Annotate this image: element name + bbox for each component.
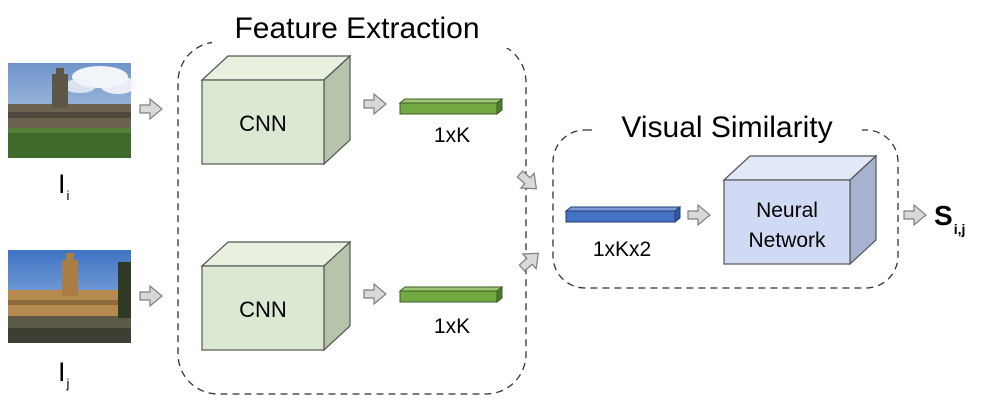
arrow-image-j-to-cnn [139, 285, 163, 307]
visual-similarity-box [552, 129, 899, 289]
arrow-concat-to-nn [687, 204, 711, 226]
neural-network-label-line1: Neural [756, 199, 818, 222]
feature-vector-top-label: 1xK [434, 124, 470, 147]
concat-vector-label: 1xKx2 [593, 238, 651, 261]
arrow-cnn-top-to-vector [363, 93, 387, 115]
cnn-block-top: CNN [200, 54, 352, 166]
image-i-label: Ii [58, 169, 70, 203]
visual-similarity-title: Visual Similarity [621, 111, 832, 144]
concat-vector [564, 205, 682, 224]
neural-network-block: Neural Network [722, 154, 878, 266]
feature-extraction-title: Feature Extraction [234, 12, 479, 45]
arrow-bottom-vector-to-concat [514, 245, 546, 277]
arrow-nn-to-output [903, 204, 927, 226]
feature-vector-bottom-label: 1xK [434, 315, 470, 338]
feature-vector-top [398, 97, 504, 116]
neural-network-label-line2: Network [748, 229, 826, 252]
arrow-cnn-bottom-to-vector [363, 283, 387, 305]
cnn-top-label: CNN [239, 111, 287, 136]
image-j-photo [8, 250, 131, 343]
feature-vector-bottom [398, 285, 504, 304]
arrow-top-vector-to-concat [512, 165, 544, 197]
image-i-photo [8, 63, 136, 158]
output-label: Si,j [934, 200, 965, 237]
image-j-label: Ij [58, 357, 70, 391]
cnn-bottom-label: CNN [239, 297, 287, 322]
arrow-image-i-to-cnn [139, 98, 163, 120]
cnn-block-bottom: CNN [200, 240, 352, 352]
